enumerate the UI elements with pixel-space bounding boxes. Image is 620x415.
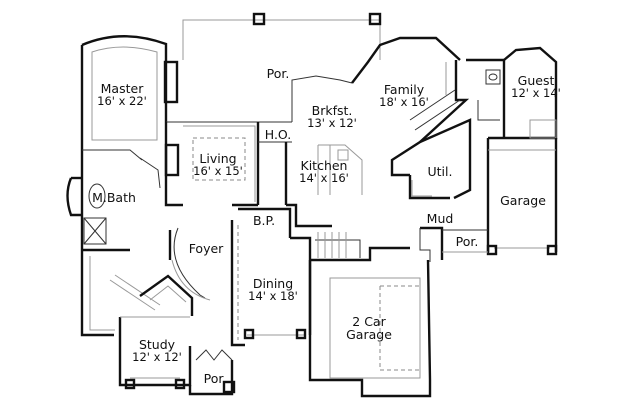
room-dims: 12' x 12' <box>132 350 182 364</box>
room-dims: 14' x 16' <box>299 171 349 185</box>
family-util-walls <box>390 60 472 200</box>
room-foyer: Foyer <box>189 242 224 255</box>
room-name: Dining <box>252 276 294 291</box>
master-walls <box>66 35 179 337</box>
room-name: Guest <box>517 73 555 88</box>
room-name-line2: Garage <box>346 327 392 342</box>
kitchen-walls <box>256 36 461 228</box>
room-name: Por. <box>455 234 479 249</box>
room-name: B.P. <box>252 213 276 228</box>
living-walls <box>164 122 258 207</box>
room-dims: 13' x 12' <box>307 116 357 130</box>
room-butler-pantry: B.P. <box>253 214 275 227</box>
room-dims: 16' x 15' <box>193 164 243 178</box>
room-name: Por. <box>266 66 290 81</box>
room-garage-right: Garage <box>500 194 546 207</box>
room-master-bath: M.Bath <box>92 191 136 204</box>
room-name: Master <box>100 81 144 96</box>
room-name: Family <box>383 82 425 97</box>
room-name: Living <box>199 151 237 166</box>
room-name: Brkfst. <box>311 103 353 118</box>
study-walls <box>118 316 192 390</box>
room-name: Mud <box>426 211 454 226</box>
room-mud: Mud <box>427 212 454 225</box>
room-name: Foyer <box>188 241 224 256</box>
mud-porch-walls <box>419 226 488 262</box>
room-dims: 16' x 22' <box>97 94 147 108</box>
room-breakfast: Brkfst.13' x 12' <box>307 104 357 130</box>
room-name: Util. <box>427 164 453 179</box>
room-dims: 14' x 18' <box>248 289 298 303</box>
room-name: M.Bath <box>92 190 136 205</box>
room-name: Por. <box>203 371 227 386</box>
front-porch-walls <box>188 349 236 396</box>
room-dims: 12' x 14' <box>511 86 561 100</box>
right-garage-walls <box>486 138 558 256</box>
room-dims: 18' x 16' <box>379 95 429 109</box>
room-porch-right: Por. <box>456 235 479 248</box>
two-car-garage-walls <box>308 232 432 398</box>
room-porch-top: Por. <box>267 67 290 80</box>
foyer-walls <box>139 207 292 340</box>
room-name: 2 Car <box>352 314 386 329</box>
room-name: Study <box>138 337 176 352</box>
room-home-office: H.O. <box>265 128 291 141</box>
room-utility: Util. <box>428 165 453 178</box>
guest-walls <box>466 46 558 140</box>
room-name: Kitchen <box>300 158 348 173</box>
room-name: Garage <box>500 193 546 208</box>
top-porch-walls <box>166 12 382 123</box>
room-porch-front: Por. <box>204 372 227 385</box>
room-name: H.O. <box>264 127 292 142</box>
